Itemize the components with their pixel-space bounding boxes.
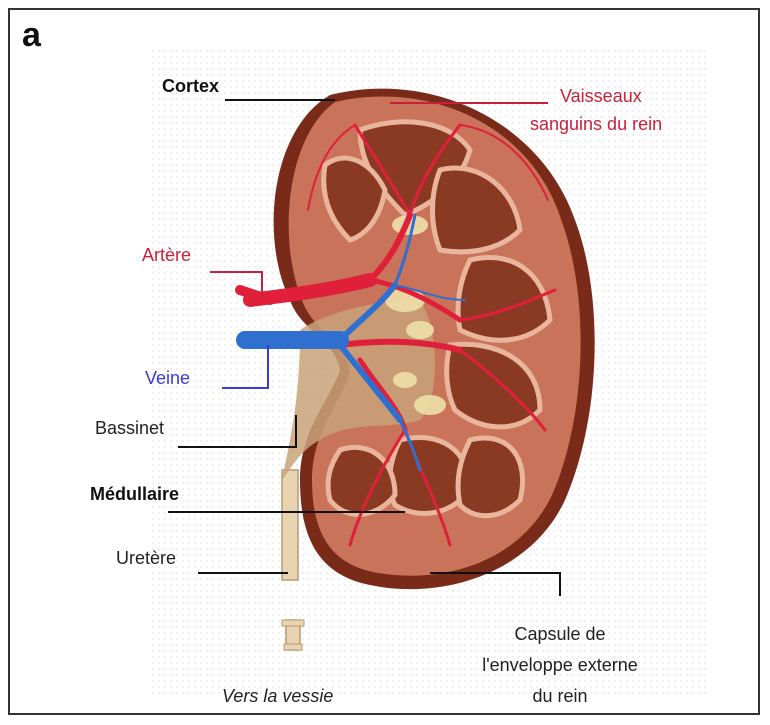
label-artere: Artère <box>142 245 191 266</box>
label-capsule-line3: du rein <box>470 686 650 707</box>
label-veine: Veine <box>145 368 190 389</box>
label-uretere: Uretère <box>116 548 176 569</box>
label-vaisseaux-line2: sanguins du rein <box>530 114 662 135</box>
label-vers-vessie: Vers la vessie <box>222 686 333 707</box>
label-cortex: Cortex <box>162 76 219 97</box>
label-bassinet: Bassinet <box>95 418 164 439</box>
label-capsule-line1: Capsule de <box>470 624 650 645</box>
label-capsule-line2: l'enveloppe externe <box>440 655 680 676</box>
label-medullaire: Médullaire <box>90 484 179 505</box>
label-vaisseaux-line1: Vaisseaux <box>560 86 642 107</box>
